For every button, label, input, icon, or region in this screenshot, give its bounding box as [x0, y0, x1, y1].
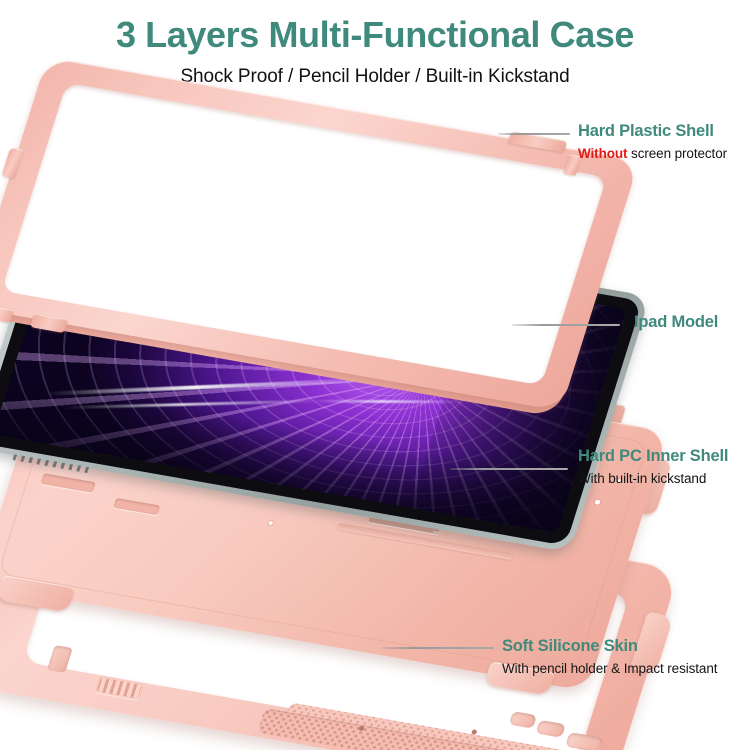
silicone-button-cutout-power — [565, 732, 604, 750]
leader-line-hard-plastic-shell — [498, 133, 570, 135]
callout-title-hard-pc-inner-shell: Hard PC Inner Shell — [578, 447, 729, 465]
callout-sub-hard-pc-inner-shell: With built-in kickstand — [578, 471, 707, 486]
callout-soft-silicone-skin: Soft Silicone Skin With pencil holder & … — [502, 637, 718, 676]
callout-sub-hard-plastic-shell: Without screen protector — [578, 146, 727, 161]
callout-title-ipad-model: Ipad Model — [634, 313, 719, 331]
leader-line-soft-silicone-skin — [382, 647, 494, 649]
callout-title-soft-silicone-skin: Soft Silicone Skin — [502, 637, 638, 655]
callout-sub-rest-shell: screen protector — [627, 146, 728, 161]
callout-hard-plastic-shell: Hard Plastic Shell Without screen protec… — [578, 122, 727, 161]
leader-line-hard-pc-inner-shell — [450, 468, 568, 470]
page-title: 3 Layers Multi-Functional Case — [115, 14, 635, 55]
callout-emphasis-without: Without — [578, 146, 628, 161]
page-subtitle: Shock Proof / Pencil Holder / Built-in K… — [180, 66, 570, 88]
callout-ipad-model: Ipad Model — [634, 313, 718, 332]
header: 3 Layers Multi-Functional Case Shock Pro… — [0, 0, 750, 88]
callout-sub-soft-silicone-skin: With pencil holder & Impact resistant — [502, 661, 718, 676]
callout-title-hard-plastic-shell: Hard Plastic Shell — [578, 122, 714, 140]
callout-hard-pc-inner-shell: Hard PC Inner Shell With built-in kickst… — [578, 447, 728, 486]
leader-line-ipad-model — [512, 324, 620, 326]
